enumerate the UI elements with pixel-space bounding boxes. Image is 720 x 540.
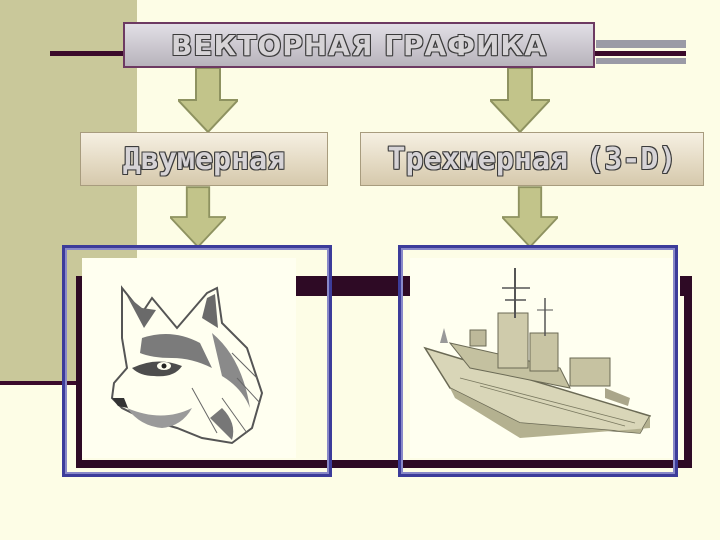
diagram-title: ВЕКТОРНАЯ ГРАФИКА (171, 28, 547, 62)
branch-2d-box: Двумерная (80, 132, 328, 186)
decorative-bar (76, 276, 82, 468)
title-banner: ВЕКТОРНАЯ ГРАФИКА (123, 22, 595, 68)
arrow-down-icon (490, 68, 550, 132)
decorative-side-line (0, 381, 137, 385)
ship-image-panel (410, 258, 680, 458)
wolf-head-icon (110, 285, 264, 445)
decorative-bar (684, 276, 692, 468)
branch-3d-label: Трехмерная (3-D) (387, 141, 677, 177)
frame-2d-image (62, 245, 332, 477)
arrow-down-icon (170, 186, 226, 248)
decorative-line-left (50, 51, 125, 56)
frame-3d-image (398, 245, 678, 477)
branch-3d-box: Трехмерная (3-D) (360, 132, 704, 186)
decorative-gray-stub (596, 58, 686, 64)
branch-2d-label: Двумерная (122, 141, 286, 177)
decorative-bar (76, 460, 692, 468)
decorative-gray-stub (596, 40, 686, 48)
arrow-down-icon (178, 68, 238, 132)
wolf-image-panel (82, 258, 296, 458)
arrow-down-icon (502, 186, 558, 248)
decorative-line-right (594, 51, 686, 56)
warship-icon (423, 268, 652, 438)
